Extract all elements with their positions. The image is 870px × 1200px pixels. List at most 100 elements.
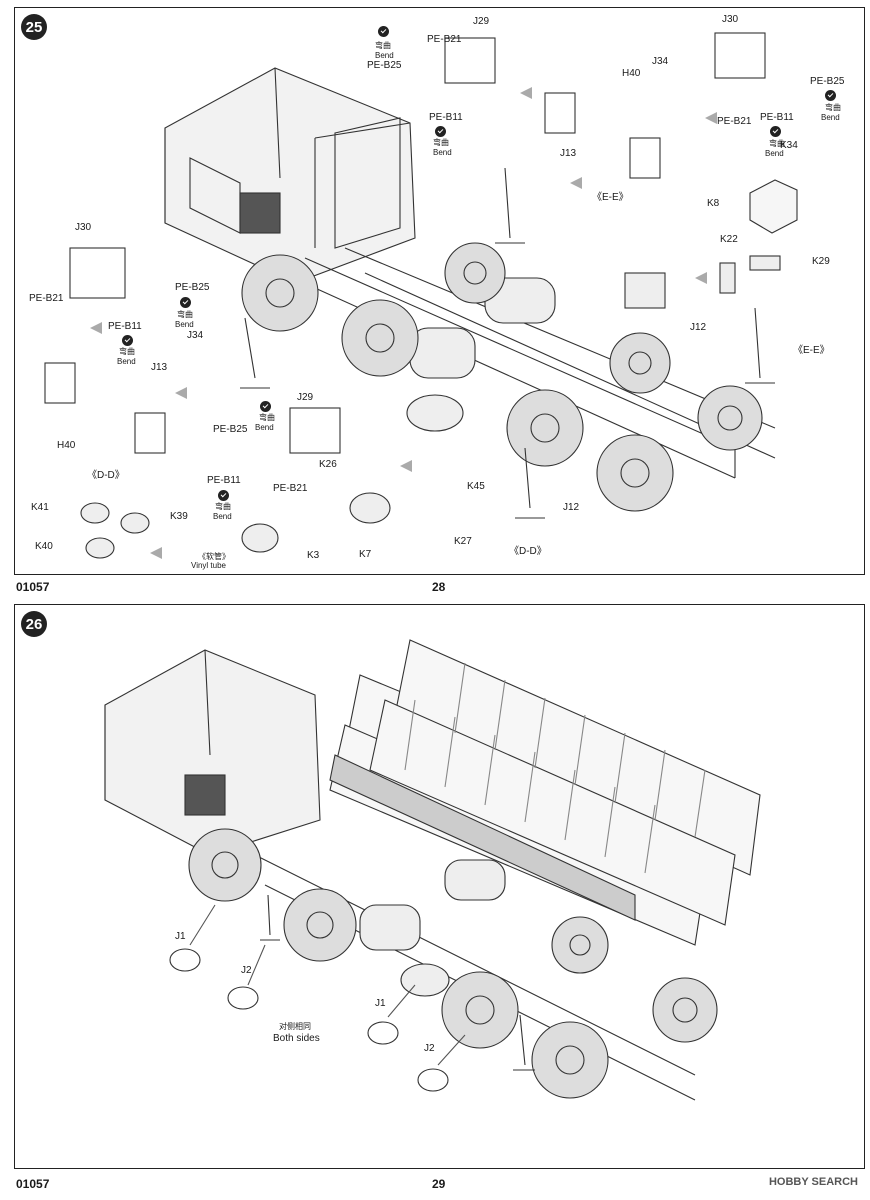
- label-k41: K41: [31, 502, 49, 513]
- j2-foot-pad: [417, 1068, 449, 1092]
- step-number-26: 26: [21, 611, 47, 637]
- j2-foot-pad: [227, 986, 259, 1010]
- bend-icon: [770, 126, 781, 137]
- label-pe-b21: PE-B21: [273, 483, 308, 494]
- wheels: [241, 242, 763, 512]
- bend-icon: [218, 490, 229, 501]
- assembly-drawing-step-26: [104, 639, 761, 1101]
- k40-part: [85, 537, 115, 559]
- bend-icon: [260, 401, 271, 412]
- label-j12: J12: [563, 502, 580, 513]
- label-d-d: 《D-D》: [509, 546, 547, 557]
- label-j1: J1: [375, 998, 386, 1009]
- label-bend-en: Bend: [213, 512, 232, 521]
- label-j13: J13: [560, 148, 577, 159]
- label-k40: K40: [35, 541, 53, 552]
- label-h40: H40: [622, 68, 641, 79]
- label-bend-en: Bend: [375, 51, 394, 60]
- label-k45: K45: [467, 481, 485, 492]
- pe-step-j30-left: [69, 247, 126, 299]
- label-pe-b11: PE-B11: [760, 112, 794, 123]
- label-j2: J2: [424, 1043, 435, 1054]
- pe-step-j29-top: [444, 37, 496, 84]
- bend-icon: [180, 297, 191, 308]
- outrigger-left: [240, 317, 270, 389]
- instruction-page-28: 25: [14, 7, 865, 575]
- instruction-page-29: 26: [14, 604, 865, 1169]
- label-d-d: 《D-D》: [87, 470, 125, 481]
- page-number: 29: [432, 1177, 446, 1191]
- label-bend-zh: 弯曲: [769, 139, 785, 148]
- label-bend-en: Bend: [117, 357, 136, 366]
- label-bend-zh: 弯曲: [825, 103, 841, 112]
- label-pe-b25: PE-B25: [175, 282, 210, 293]
- label-pe-b11: PE-B11: [207, 475, 241, 486]
- canister-ribs: [404, 662, 706, 874]
- label-e-e: 《E-E》: [793, 345, 830, 356]
- label-k39: K39: [170, 511, 188, 522]
- label-j29: J29: [297, 392, 314, 403]
- label-vinyl-tube-zh: 《软管》: [198, 552, 230, 561]
- label-j12: J12: [690, 322, 707, 333]
- label-bend-en: Bend: [765, 149, 784, 158]
- outrigger-front: [495, 167, 525, 244]
- page-number: 28: [432, 580, 446, 594]
- fuel-tank: [444, 859, 506, 901]
- label-pe-b11: PE-B11: [429, 112, 463, 123]
- label-bend-en: Bend: [821, 113, 840, 122]
- bend-icon: [122, 335, 133, 346]
- label-pe-b21: PE-B21: [717, 116, 752, 127]
- k8-box: [749, 179, 798, 234]
- label-k27: K27: [454, 536, 472, 547]
- label-bend-zh: 弯曲: [375, 41, 391, 50]
- air-tank: [359, 904, 421, 951]
- air-tank: [409, 327, 476, 379]
- vinyl-tube-coil: [241, 523, 279, 553]
- label-j34: J34: [652, 56, 669, 67]
- wheels: [188, 828, 718, 1099]
- outrigger-right: [745, 307, 775, 384]
- step-number-25: 25: [21, 14, 47, 40]
- label-j34: J34: [187, 330, 204, 341]
- j1-foot-pad: [367, 1021, 399, 1045]
- label-bend-en: Bend: [255, 423, 274, 432]
- j1-foot-pad: [169, 948, 201, 972]
- label-j13: J13: [151, 362, 168, 373]
- bend-icon: [435, 126, 446, 137]
- cab-grille: [184, 774, 226, 816]
- k39-part: [120, 512, 150, 534]
- assembly-arrows: [90, 87, 717, 559]
- label-bend-zh: 弯曲: [119, 347, 135, 356]
- label-pe-b21: PE-B21: [29, 293, 64, 304]
- label-pe-b21: PE-B21: [427, 34, 462, 45]
- k22-plate: [719, 262, 736, 294]
- label-bend-en: Bend: [175, 320, 194, 329]
- label-bend-zh: 弯曲: [259, 413, 275, 422]
- watermark-text: HOBBY SEARCH: [768, 1176, 858, 1188]
- label-bend-en: Bend: [433, 148, 452, 157]
- assembly-drawing-step-25: [44, 32, 798, 559]
- pe-step-j29-bottom: [289, 407, 341, 454]
- label-bend-zh: 弯曲: [215, 502, 231, 511]
- label-j1: J1: [175, 931, 186, 942]
- label-j30: J30: [75, 222, 92, 233]
- label-e-e: 《E-E》: [592, 192, 629, 203]
- label-bend-zh: 弯曲: [177, 310, 193, 319]
- label-j29: J29: [473, 16, 490, 27]
- label-pe-b25: PE-B25: [213, 424, 248, 435]
- box-part: [624, 272, 666, 309]
- label-both-sides-zh: 对侧相同: [279, 1022, 311, 1031]
- winch-drum: [400, 963, 450, 997]
- launch-cradle: [329, 754, 636, 921]
- label-k26: K26: [319, 459, 337, 470]
- label-k29: K29: [812, 256, 830, 267]
- label-k34: K34: [780, 140, 798, 151]
- cab-grille: [239, 192, 281, 234]
- bend-icon: [825, 90, 836, 101]
- label-j30: J30: [722, 14, 739, 25]
- footer-code: 01057: [16, 1177, 50, 1191]
- label-k22: K22: [720, 234, 738, 245]
- label-vinyl-tube-en: Vinyl tube: [191, 561, 226, 570]
- k29-plate: [749, 255, 781, 271]
- label-j2: J2: [241, 965, 252, 976]
